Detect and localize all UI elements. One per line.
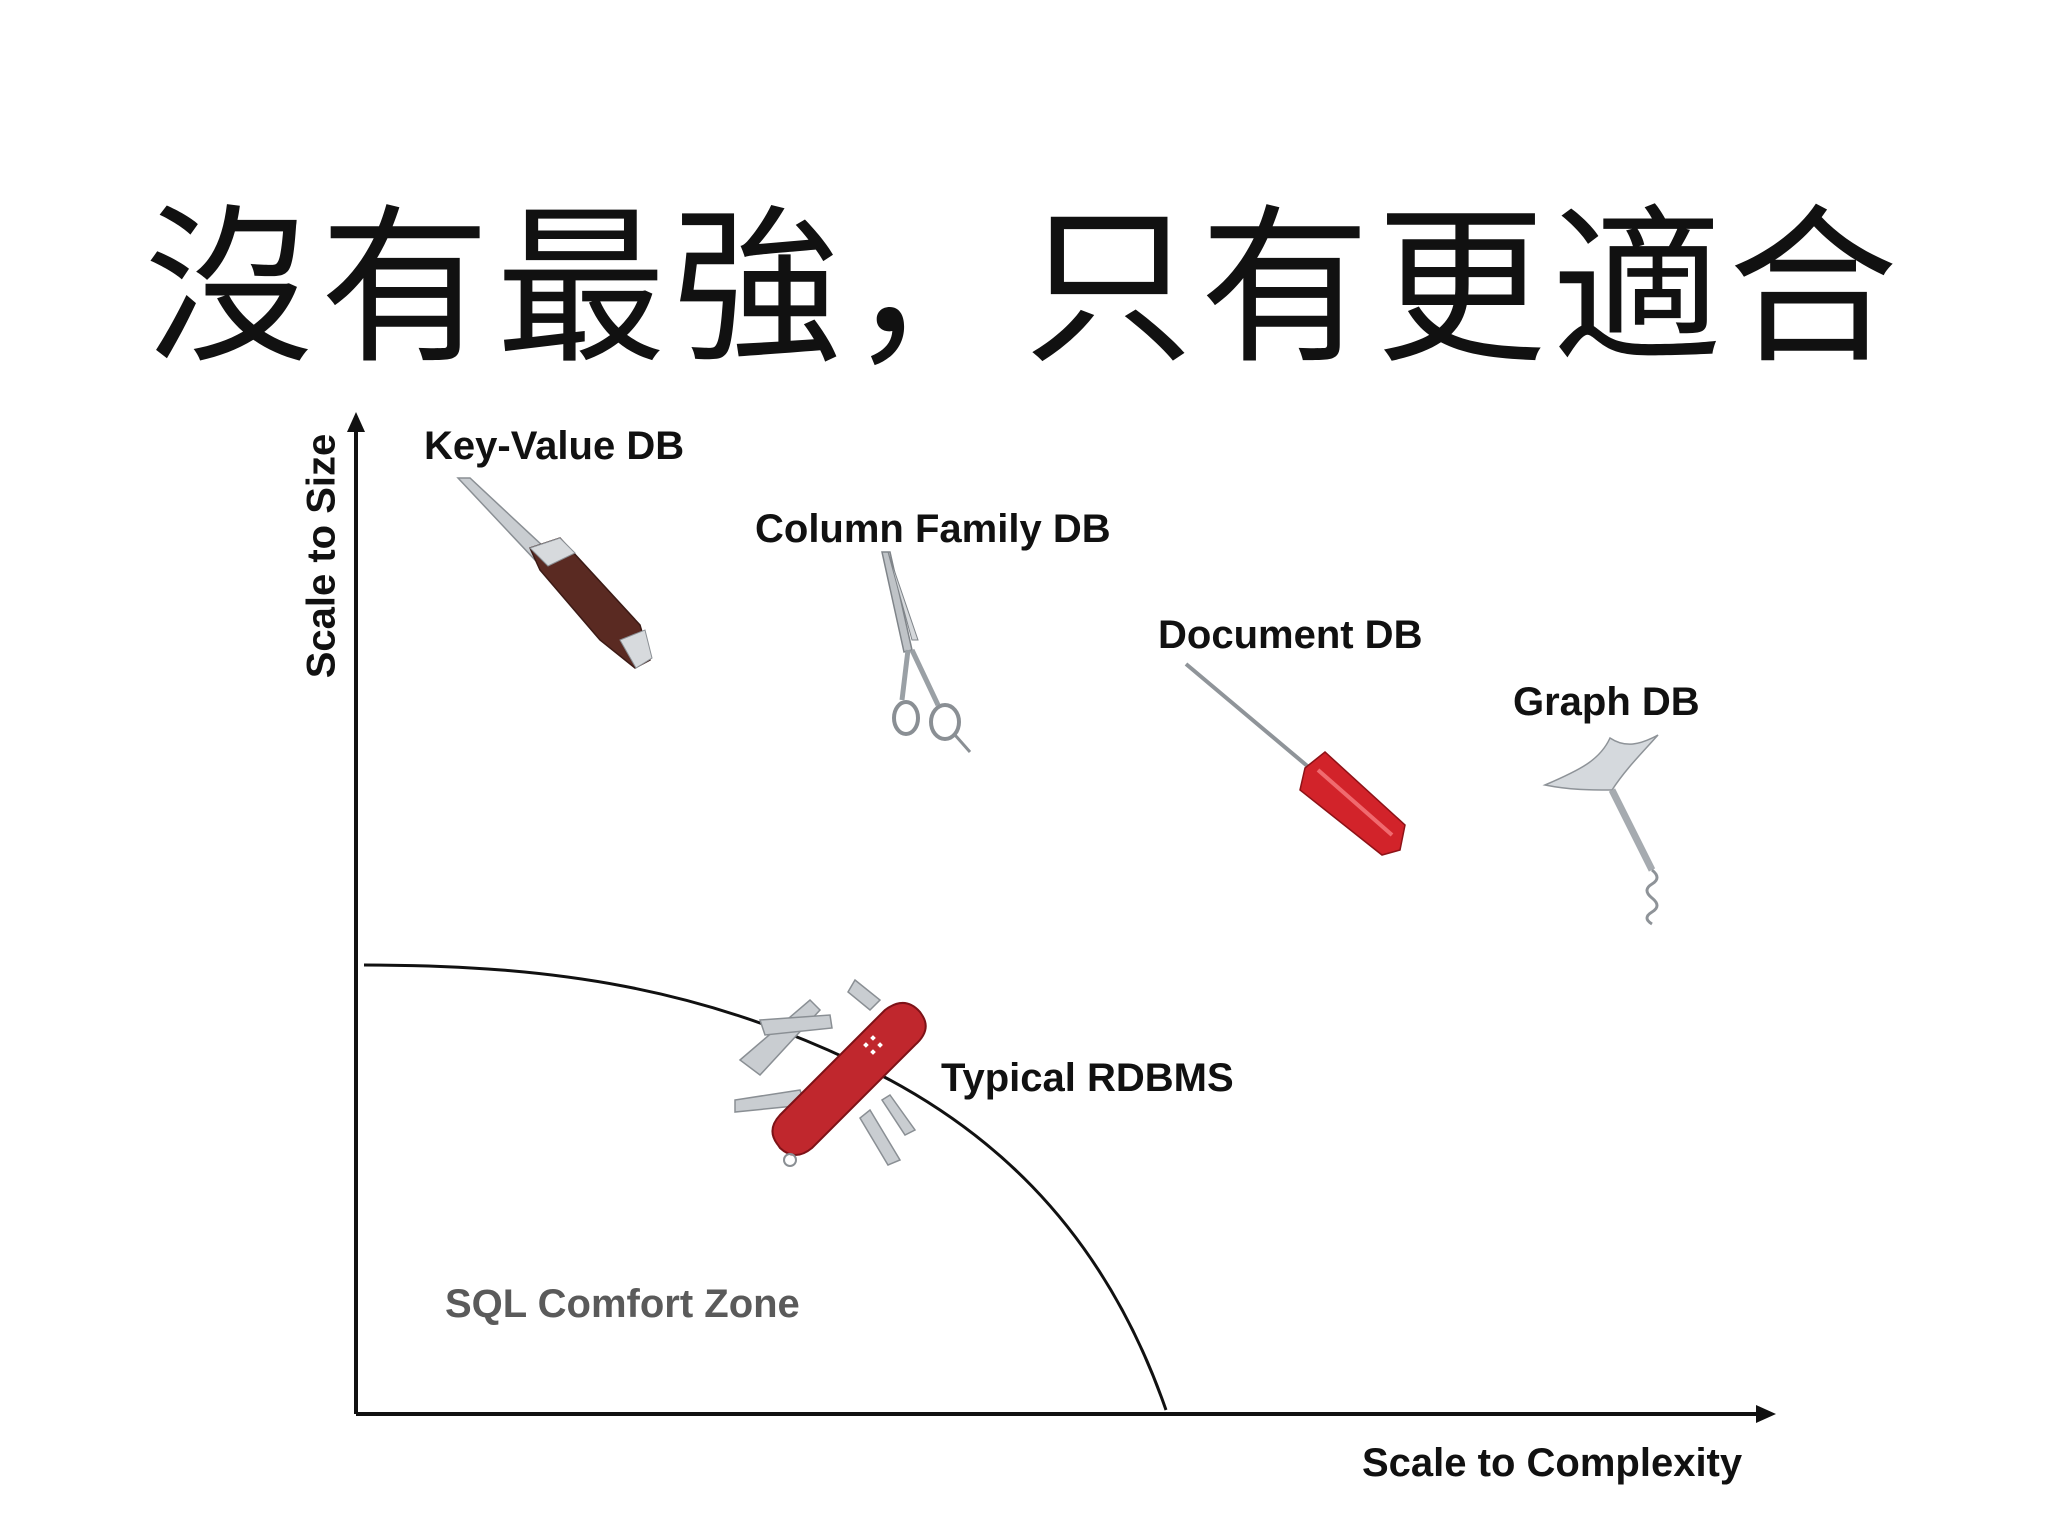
screwdriver-icon: [1184, 662, 1406, 856]
x-axis-arrow: [1756, 1405, 1776, 1423]
column-family-db-label: Column Family DB: [755, 507, 1111, 551]
pocket-knife-icon: [456, 477, 653, 669]
document-db-label: Document DB: [1158, 613, 1423, 657]
scissors-icon: [881, 551, 972, 753]
y-axis-arrow: [347, 412, 365, 432]
slide-title: 沒有最強，只有更適合: [143, 190, 1904, 388]
x-axis-label: Scale to Complexity: [1362, 1441, 1743, 1485]
graph-db-label: Graph DB: [1513, 680, 1700, 724]
typical-rdbms-label: Typical RDBMS: [941, 1056, 1234, 1100]
key-value-db-label: Key-Value DB: [424, 424, 685, 468]
swiss-army-knife-icon: [734, 978, 927, 1167]
y-axis-label: Scale to Size: [299, 433, 344, 679]
corkscrew-icon: [1542, 734, 1659, 926]
sql-comfort-zone-label: SQL Comfort Zone: [445, 1282, 800, 1326]
